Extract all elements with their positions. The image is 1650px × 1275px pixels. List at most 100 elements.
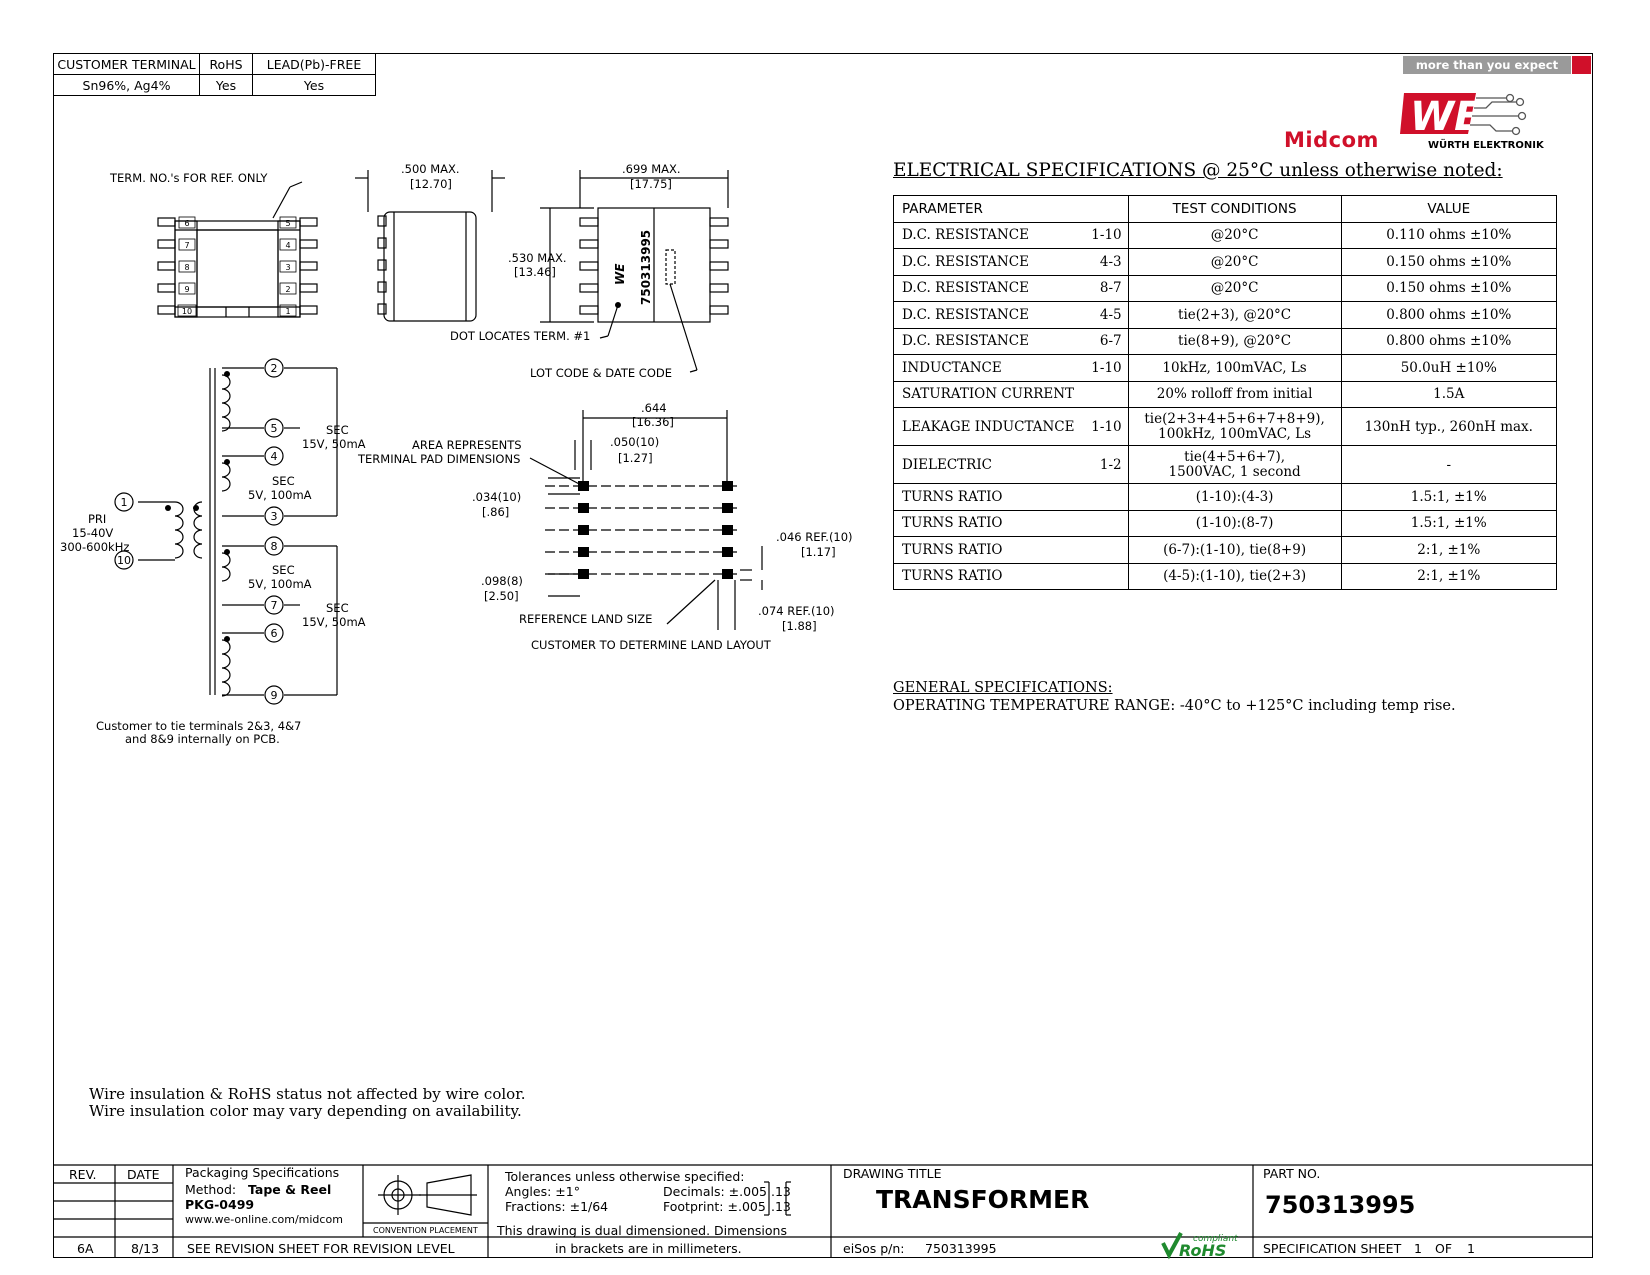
dim-500-mm: [12.70] (410, 177, 452, 191)
sch-sec-4-rating: 15V, 50mA (302, 615, 366, 629)
sch-pin-5: 5 (271, 422, 278, 435)
sch-pin-9: 9 (271, 689, 278, 702)
spec-value: 1.5A (1340, 380, 1558, 408)
spec-value: 0.110 ohms ±10% (1340, 221, 1558, 249)
dim-644-mm: [16.36] (632, 415, 674, 429)
test-header: TEST CONDITIONS (1127, 195, 1342, 223)
spec-test: @20°C (1127, 274, 1342, 302)
sch-pin-10: 10 (117, 554, 131, 567)
spec-value: 0.150 ohms ±10% (1340, 248, 1558, 276)
spec-param: SATURATION CURRENT (893, 380, 1079, 408)
spec-pins: 4-3 (1078, 248, 1129, 276)
param-header: PARAMETER (893, 195, 1129, 223)
we-mark-text: WE (1410, 94, 1481, 140)
we-logo: WE WÜRTH ELEKTRONIK (1400, 93, 1545, 151)
tol-footprint-mm: .13 (771, 1199, 791, 1214)
spec-test: tie(2+3), @20°C (1127, 301, 1342, 329)
date-value: 8/13 (131, 1241, 159, 1256)
rev-label: REV. (69, 1167, 97, 1182)
sch-sec-1-rating: 15V, 50mA (302, 437, 366, 451)
bv-pin-left-1: 7 (184, 241, 189, 250)
tol-decimals: Decimals: ±.005 (663, 1184, 767, 1199)
spec-test-line-2: 1500VAC, 1 second (1168, 463, 1301, 480)
we-logo-mark: WE (1400, 93, 1481, 140)
dim-074-mm: [1.88] (782, 619, 817, 633)
sch-pin-1: 1 (121, 496, 128, 509)
dual-dim-1: This drawing is dual dimensioned. Dimens… (496, 1223, 787, 1238)
eisos-label: eiSos p/n: (843, 1241, 905, 1256)
spec-test: @20°C (1127, 248, 1342, 276)
tie-note-1: Customer to tie terminals 2&3, 4&7 (96, 719, 301, 733)
spec-pins: 8-7 (1078, 274, 1129, 302)
spec-pins (1078, 380, 1129, 408)
dim-074: .074 REF.(10) (758, 604, 835, 618)
schematic (114, 358, 338, 705)
customer-land-label: CUSTOMER TO DETERMINE LAND LAYOUT (531, 638, 772, 652)
pin1-dot (615, 302, 621, 308)
leadfree-header: LEAD(Pb)-FREE (252, 53, 376, 75)
convention-placement-icon (378, 1174, 477, 1216)
pkg-title: Packaging Specifications (185, 1165, 339, 1180)
dim-050-mm: [1.27] (618, 451, 653, 465)
bv-pin-right-3: 2 (285, 285, 290, 294)
term-ref-leader-2 (289, 181, 303, 188)
bv-pin-left-3: 9 (184, 285, 189, 294)
sch-pin-6: 6 (271, 627, 278, 640)
pkg-method: Method: (185, 1182, 236, 1197)
tol-fractions: Fractions: ±1/64 (505, 1199, 608, 1214)
tol-footprint: Footprint: ±.005 (663, 1199, 766, 1214)
sch-pin-4: 4 (271, 450, 278, 463)
spec-value: 1.5:1, ±1% (1340, 483, 1558, 511)
spec-pins: 1-10 (1078, 354, 1129, 382)
spec-test: 10kHz, 100mVAC, Ls (1127, 354, 1342, 382)
sheet-number: 1 (1414, 1241, 1422, 1256)
dim-050: .050(10) (610, 435, 659, 449)
polarity-dots (165, 302, 621, 642)
sch-pri-freq: 300-600kHz (60, 540, 129, 554)
spec-value: 2:1, ±1% (1340, 562, 1558, 590)
side-view (355, 170, 505, 322)
bv-pin-right-0: 5 (285, 219, 290, 228)
part-marking-text: 750313995 (639, 230, 653, 305)
spec-param: TURNS RATIO (893, 509, 1079, 537)
spec-param: TURNS RATIO (893, 483, 1079, 511)
bottom-view-pins-left (157, 217, 176, 315)
spec-test-line-2: 100kHz, 100mVAC, Ls (1158, 425, 1312, 442)
term-ref-leader (272, 186, 291, 219)
spec-test: tie(2+3+4+5+6+7+8+9),100kHz, 100mVAC, Ls (1127, 407, 1342, 446)
land-pads (578, 481, 733, 579)
general-title: GENERAL SPECIFICATIONS: (893, 680, 1113, 696)
see-revision: SEE REVISION SHEET FOR REVISION LEVEL (187, 1241, 455, 1256)
operating-temp: OPERATING TEMPERATURE RANGE: -40°C to +1… (893, 698, 1456, 714)
spec-pins (1078, 509, 1129, 537)
dim-034: .034(10) (472, 490, 521, 504)
bv-pin-right-1: 4 (285, 241, 290, 250)
bv-pin-right-4: 1 (285, 307, 290, 316)
area-label-1: AREA REPRESENTS (412, 438, 522, 452)
sch-sec-3-label: SEC (272, 563, 295, 577)
dim-046: .046 REF.(10) (776, 530, 853, 544)
term-ref-label: TERM. NO.'s FOR REF. ONLY (109, 171, 268, 185)
terminal-value: Sn96%, Ag4% (53, 74, 200, 96)
lot-code-label: LOT CODE & DATE CODE (530, 366, 672, 380)
electrical-title: ELECTRICAL SPECIFICATIONS @ 25°C unless … (893, 160, 1503, 181)
mechanical-drawing: 6 7 8 9 10 5 4 3 2 1 1 10 2 5 4 3 8 7 6 … (60, 162, 853, 746)
spec-param: DIELECTRIC (893, 445, 1079, 484)
spec-value: 50.0uH ±10% (1340, 354, 1558, 382)
spec-pins (1078, 536, 1129, 564)
dot-locates-label: DOT LOCATES TERM. #1 (450, 329, 590, 343)
spec-test-line-1: tie(2+3+4+5+6+7+8+9), (1144, 410, 1325, 427)
midcom-logo: Midcom (1284, 128, 1379, 152)
dim-500: .500 MAX. (401, 162, 460, 176)
sheet-of: OF (1435, 1241, 1452, 1256)
wurth-text: WÜRTH ELEKTRONIK (1428, 137, 1545, 151)
spec-pins: 1-10 (1078, 407, 1129, 446)
note-line-1: Wire insulation & RoHS status not affect… (89, 1085, 526, 1103)
spec-param: D.C. RESISTANCE (893, 274, 1079, 302)
note-line-2: Wire insulation color may vary depending… (89, 1102, 522, 1120)
